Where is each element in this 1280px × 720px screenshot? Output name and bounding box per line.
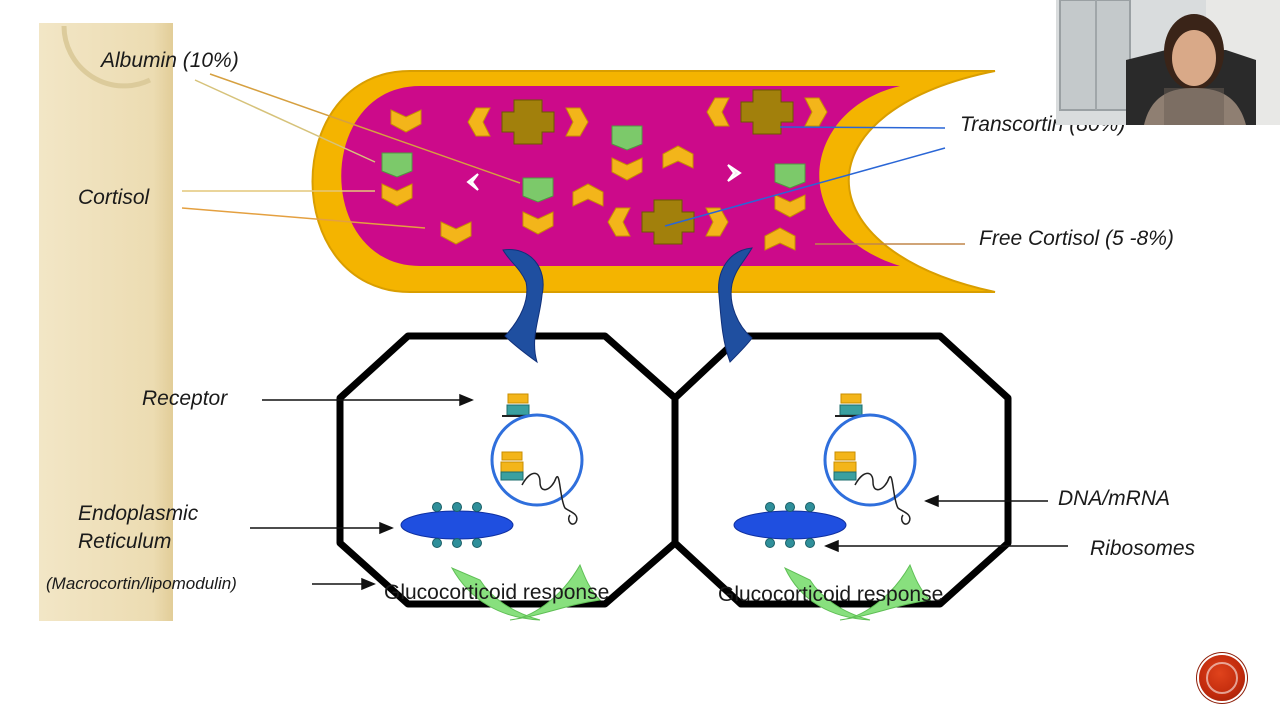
transcortin-molecule — [501, 99, 555, 145]
receptor-protein — [506, 404, 530, 416]
cortisol-molecule — [705, 207, 729, 237]
next-slide-icon[interactable] — [1199, 655, 1245, 701]
ribosome — [785, 538, 795, 548]
albumin-molecule — [381, 152, 413, 178]
nuclear-receptor-ligand — [500, 461, 524, 473]
transcortin-molecule — [740, 89, 794, 135]
dna-mrna-strand — [854, 472, 911, 525]
label-receptor: Receptor — [142, 387, 228, 410]
receptor-ligand — [507, 393, 529, 404]
nuclear-receptor-protein — [833, 471, 857, 481]
cortisol-molecule — [774, 194, 806, 218]
label-cortisol: Cortisol — [78, 186, 150, 209]
receptor-channel-left — [502, 249, 544, 364]
side-panel — [39, 23, 173, 621]
free-cortisol-marker — [727, 164, 742, 182]
nuclear-receptor-protein — [500, 471, 524, 481]
side-panel-arc — [61, 25, 152, 89]
plasma-molecules — [381, 89, 828, 251]
cortisol-molecule — [662, 145, 694, 169]
label-glucocorticoid-right: Glucocorticoid response — [718, 583, 944, 606]
label-reticulum: Reticulum — [78, 530, 172, 553]
blood-vessel — [311, 70, 996, 293]
label-albumin: Albumin (10%) — [101, 49, 239, 72]
ribosome — [765, 502, 775, 512]
label-glucocorticoid-left: Glucocorticoid response — [384, 581, 610, 604]
presenter-webcam — [1056, 0, 1280, 125]
nuclear-receptor-ligand — [833, 461, 857, 473]
label-free-cortisol: Free Cortisol (5 -8%) — [979, 227, 1174, 250]
ribosome — [805, 502, 815, 512]
cortisol-molecule — [565, 107, 589, 137]
ribosome — [432, 502, 442, 512]
endoplasmic-reticulum — [400, 510, 514, 540]
receptor-channel-right — [718, 247, 753, 363]
receptor-protein — [839, 404, 863, 416]
ribosome — [785, 502, 795, 512]
nuclear-receptor-ligand — [834, 451, 856, 461]
transcortin-molecule — [641, 199, 695, 245]
response-leaf-right — [783, 563, 932, 621]
albumin-molecule — [611, 125, 643, 151]
cell-organelles — [400, 393, 917, 548]
cortisol-molecule — [607, 207, 631, 237]
response-leaf-left — [450, 563, 602, 621]
ribosome — [472, 502, 482, 512]
cortisol-molecule — [764, 227, 796, 251]
cortisol-molecule — [611, 157, 643, 181]
free-cortisol-marker — [466, 173, 479, 191]
ribosome — [452, 538, 462, 548]
ribosome — [805, 538, 815, 548]
label-endoplasmic: Endoplasmic — [78, 502, 199, 525]
cortisol-molecule — [706, 97, 730, 127]
ribosome — [765, 538, 775, 548]
nuclear-receptor-ligand — [501, 451, 523, 461]
cortisol-molecule — [804, 97, 828, 127]
cortisol-molecule — [572, 183, 604, 207]
label-dna-mrna: DNA/mRNA — [1058, 487, 1171, 510]
cortisol-molecule — [390, 109, 422, 133]
pointer-lines — [181, 73, 965, 245]
ribosome — [432, 538, 442, 548]
ribosome — [472, 538, 482, 548]
endoplasmic-reticulum — [733, 510, 847, 540]
cortisol-molecule — [381, 183, 413, 207]
receptor-ligand — [840, 393, 862, 404]
label-arrows — [250, 393, 1068, 591]
label-macrocortin: (Macrocortin/lipomodulin) — [46, 574, 237, 593]
label-ribosomes: Ribosomes — [1090, 537, 1196, 560]
cortisol-molecule — [467, 107, 491, 137]
ribosome — [452, 502, 462, 512]
cortisol-molecule — [522, 211, 554, 235]
albumin-molecule — [774, 163, 806, 189]
albumin-molecule — [522, 177, 554, 203]
dna-mrna-strand — [521, 472, 578, 525]
cortisol-molecule — [440, 221, 472, 245]
